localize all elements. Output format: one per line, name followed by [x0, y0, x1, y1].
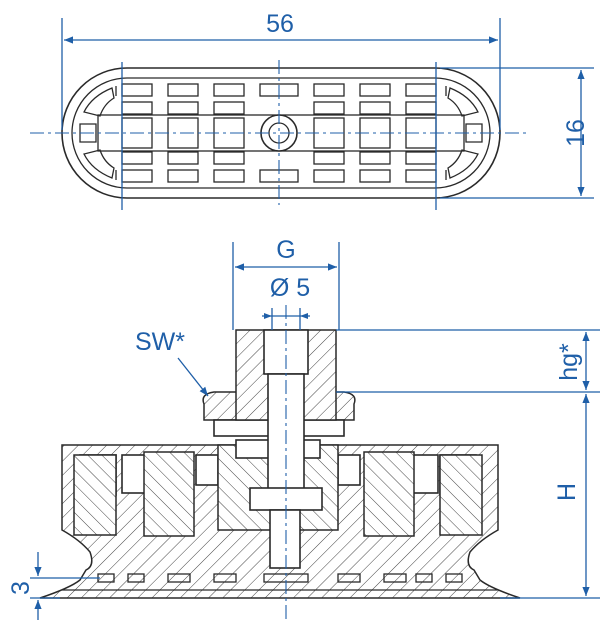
top-view-right-end-pockets [445, 86, 483, 180]
base-right-pockets [337, 451, 483, 537]
dimension-height-label: H [553, 483, 581, 501]
dimension-bore-label: Ø 5 [270, 274, 310, 302]
dimension-thread-depth-label: hg* [555, 343, 583, 381]
top-view-left-end-pockets [79, 86, 117, 180]
dimension-wrench-label: SW* [135, 328, 185, 356]
top-view: 56 16 [30, 10, 594, 210]
stem-tip [269, 509, 301, 569]
dimension-length-label: 56 [266, 10, 294, 38]
section-view: G Ø 5 SW* hg* H 3 [7, 236, 600, 622]
wrench-leader [177, 357, 209, 397]
dimension-thread-label: G [276, 236, 295, 264]
base-left-pockets [73, 451, 219, 537]
dimension-lip-label: 3 [7, 581, 35, 595]
dimension-width-label: 16 [562, 119, 590, 147]
